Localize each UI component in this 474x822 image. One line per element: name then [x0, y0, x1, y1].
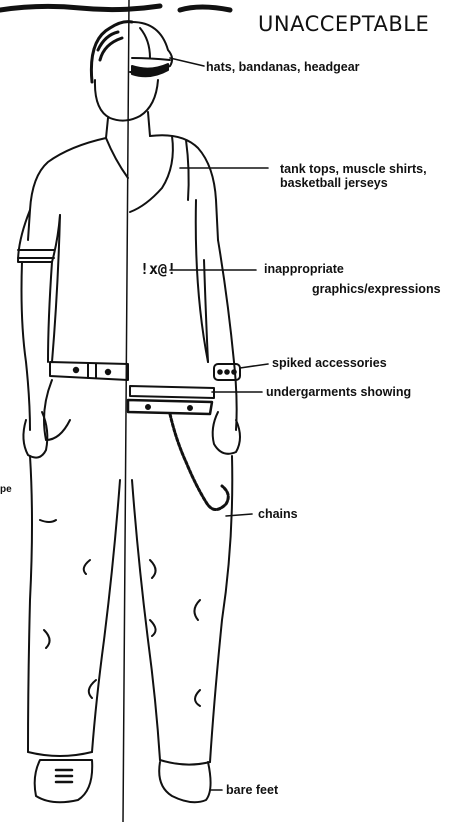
shirt-left: [28, 138, 128, 240]
pants-right-inner: [132, 480, 160, 760]
cut-off-text-fragment: pe: [0, 484, 12, 495]
callout-line-headgear: [170, 58, 204, 66]
bare-feet-label: bare feet: [226, 783, 278, 797]
graphics-label-line1: inappropriate: [264, 262, 344, 276]
arm-left: [22, 262, 31, 430]
pants-hems: [28, 752, 210, 765]
pants-left-inner: [92, 480, 120, 752]
callout-line-chains: [226, 514, 252, 516]
bare-foot-right: [159, 762, 210, 802]
arm-left-inner: [48, 262, 52, 362]
arm-right: [218, 240, 237, 430]
sleeve-left: [18, 210, 60, 262]
torso-left: [52, 215, 60, 362]
title-remnant-left: [0, 6, 230, 10]
pants-folds: [40, 520, 200, 706]
headgear-label: hats, bandanas, headgear: [206, 60, 360, 74]
chains-label: chains: [258, 507, 298, 521]
underwear-band: [130, 386, 214, 398]
undergarments-label: undergarments showing: [266, 385, 411, 399]
cap-band: [132, 64, 168, 76]
pants-right-outer: [210, 456, 232, 762]
shirt-graphic-text: !x@!: [140, 262, 176, 276]
pants-left-outer: [28, 456, 32, 752]
hair-left: [91, 22, 132, 82]
callout-line-spiked: [240, 364, 268, 368]
graphics-label-line2: graphics/expressions: [312, 282, 441, 296]
tank-tops-label-line2: basketball jerseys: [280, 176, 388, 190]
tank-top-right: [130, 135, 218, 240]
sleeve-cuff: [18, 250, 54, 258]
unacceptable-heading: UNACCEPTABLE: [258, 12, 429, 36]
belt-right: [128, 400, 212, 414]
spiked-accessories-label: spiked accessories: [272, 356, 387, 370]
chain: [170, 414, 228, 510]
tank-tops-label-line1: tank tops, muscle shirts,: [280, 162, 427, 176]
